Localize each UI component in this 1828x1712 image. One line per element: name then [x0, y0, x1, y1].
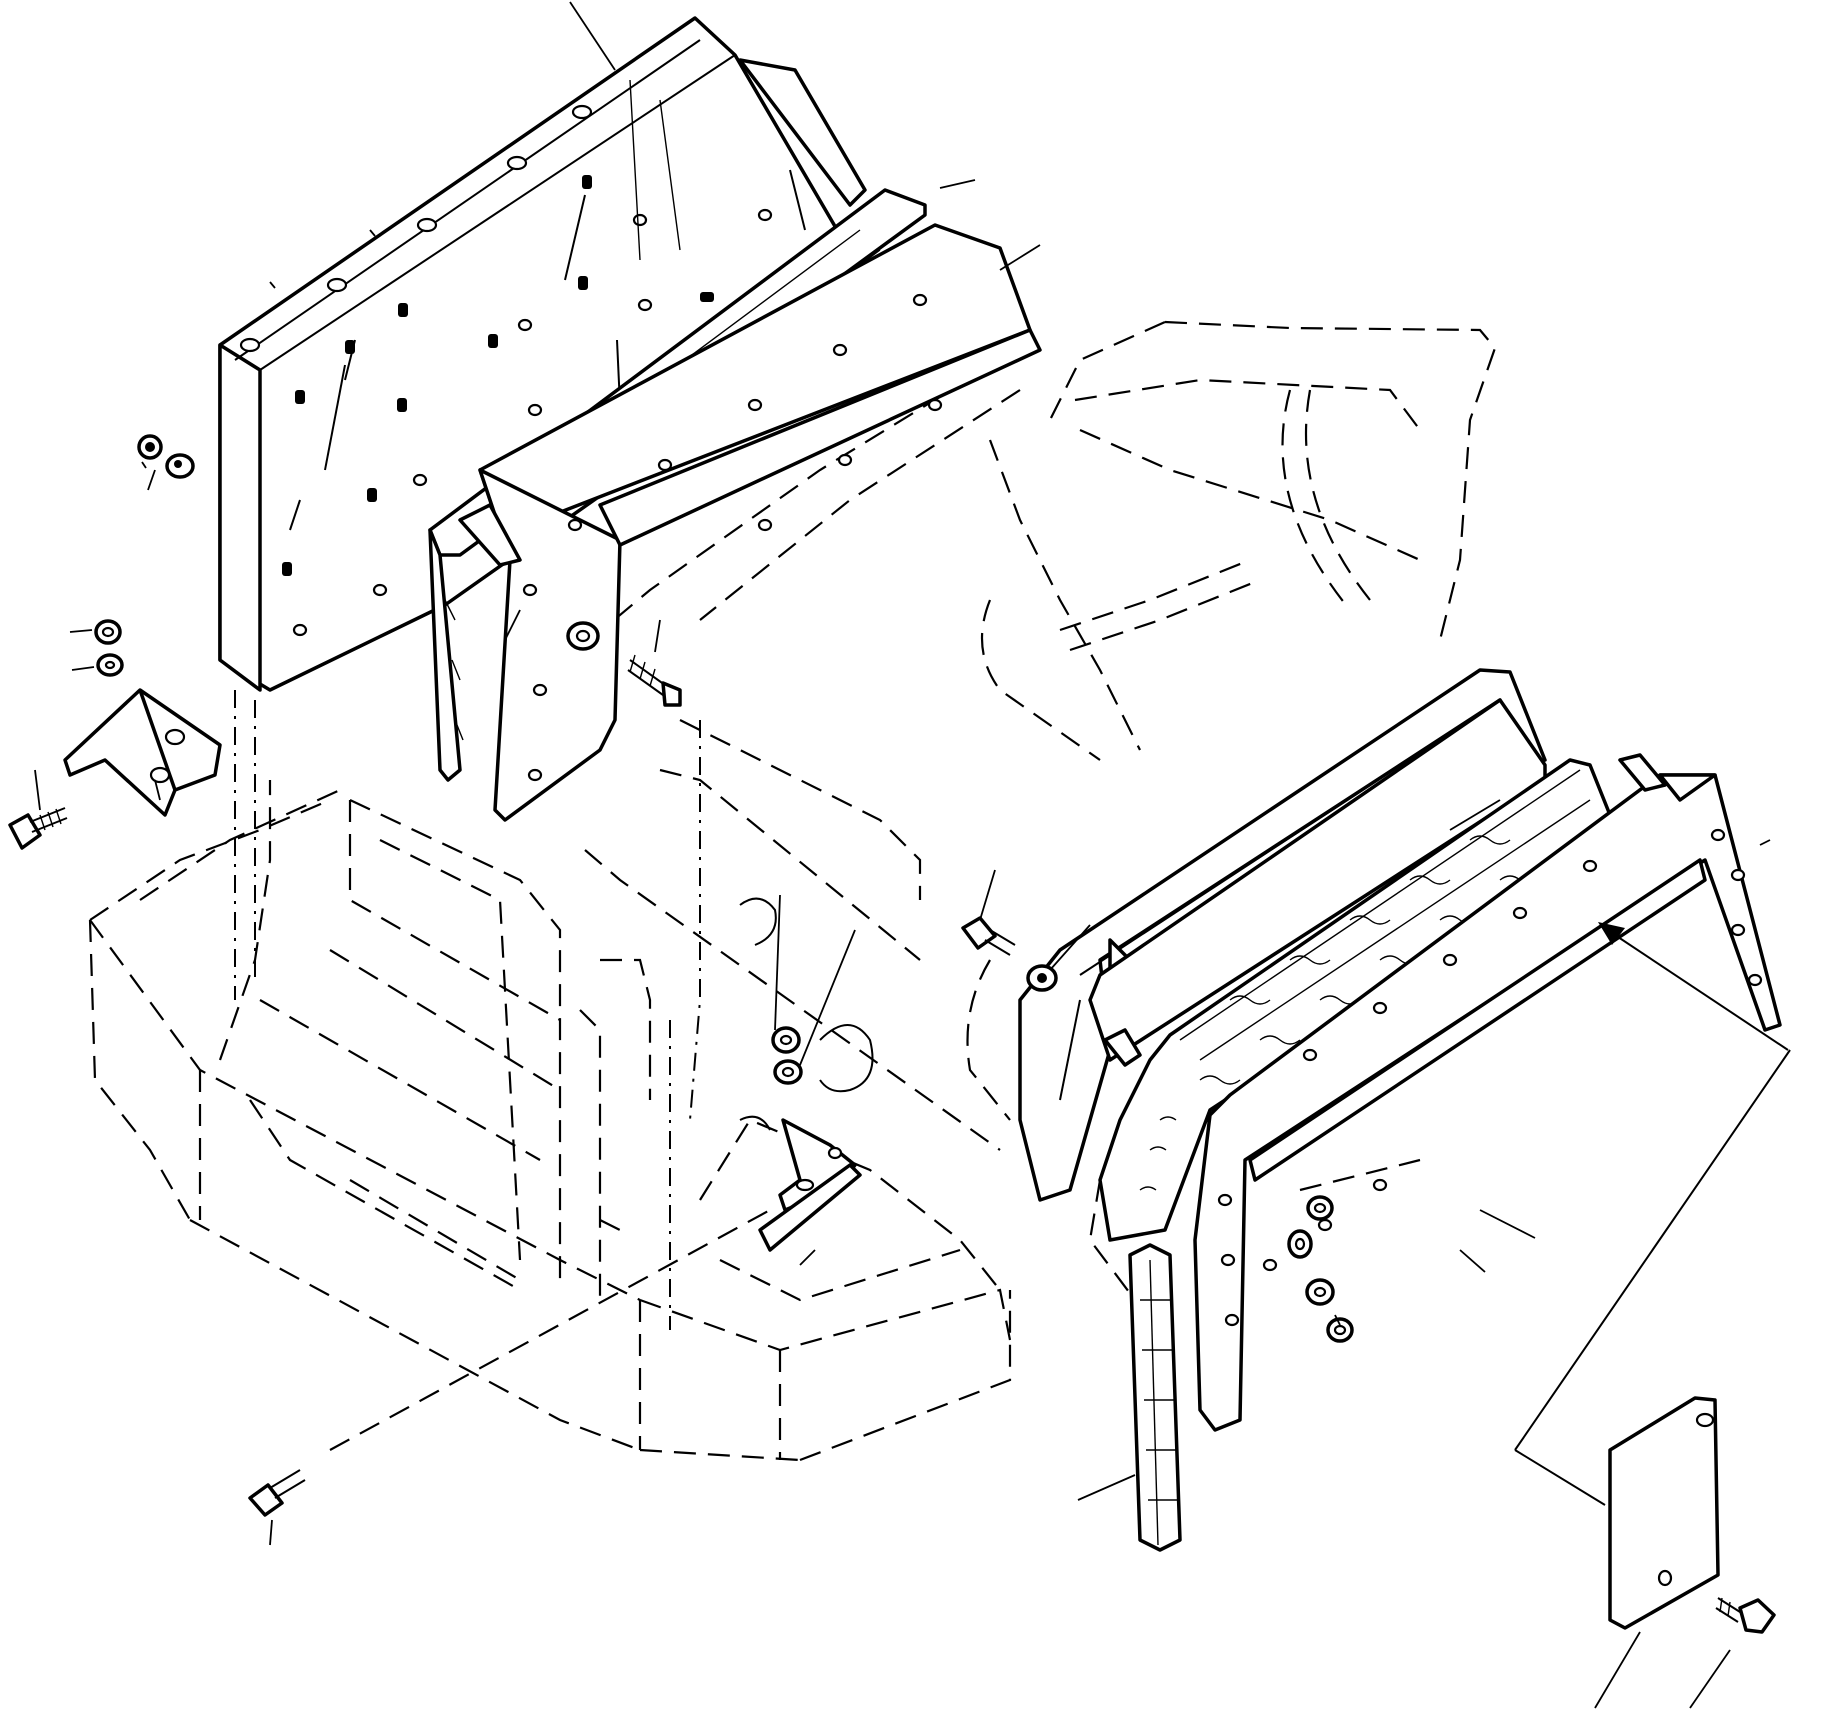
- rear-upper-panel: [218, 16, 880, 692]
- weatherstrip-seal: [1128, 1243, 1182, 1552]
- cover-plate: [1608, 1396, 1720, 1630]
- cover-plate-mount-line: [1514, 1449, 1606, 1506]
- leader-lines: [34, 1, 1771, 1709]
- door-bolt-right: [961, 916, 1016, 956]
- door-arrow: [1598, 922, 1789, 1051]
- center-nut-stack: [771, 1026, 803, 1085]
- front-upper-panel: [458, 223, 1042, 822]
- cover-plate-mount-line-2: [1514, 1049, 1791, 1451]
- center-small-bracket: [758, 1118, 862, 1252]
- bolt-lower-left: [248, 1469, 306, 1517]
- bracket-bolt-left: [8, 807, 68, 850]
- left-corner-bracket: [63, 688, 222, 817]
- nut-left-upper: [94, 619, 122, 645]
- washer-center-upper: [566, 621, 600, 651]
- bolt-center-upper: [627, 654, 682, 707]
- door-washer-right: [1026, 964, 1058, 992]
- hinge-pin: [1103, 1028, 1142, 1067]
- cover-plate-bolt: [1715, 1597, 1776, 1634]
- washer-top-left: [165, 453, 195, 479]
- washer-left-upper: [96, 653, 124, 677]
- right-door-frame-inner: [1193, 753, 1782, 1432]
- door-fasteners-lower: [1287, 1195, 1354, 1343]
- cab-body-outline: [88, 320, 1497, 1462]
- nut-top-left: [137, 434, 163, 460]
